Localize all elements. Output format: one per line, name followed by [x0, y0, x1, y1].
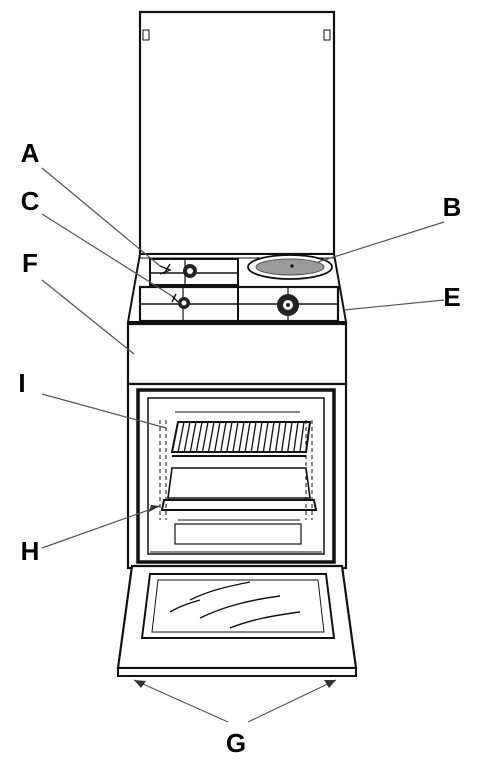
rack-bar	[232, 421, 239, 453]
burner-front-left	[171, 293, 190, 309]
label-a: A	[21, 138, 40, 168]
leader-c	[41, 213, 173, 297]
leader-h	[41, 505, 161, 549]
leader-g-left	[133, 679, 229, 723]
leader-lines	[41, 167, 445, 723]
oven-rack	[170, 421, 312, 457]
leader-e	[343, 299, 445, 311]
rack-bar	[238, 421, 245, 453]
rack-bar	[274, 421, 281, 453]
burner-rear-left	[159, 263, 197, 278]
rack-bar	[213, 421, 221, 453]
rack-bar	[220, 421, 227, 453]
electric-hotplate	[247, 254, 333, 280]
oven-body	[126, 382, 348, 570]
rack-bar	[287, 421, 293, 453]
leader-f	[41, 279, 135, 355]
label-f: F	[22, 248, 38, 278]
burner-front-right	[277, 294, 299, 316]
rack-bar	[244, 421, 251, 453]
label-c: C	[21, 186, 40, 216]
open-lid	[138, 10, 336, 256]
control-panel	[126, 322, 348, 386]
rack-bar	[177, 421, 185, 453]
rack-bar	[189, 421, 197, 453]
oven-door-open	[116, 564, 358, 677]
arrowhead-h	[149, 505, 160, 512]
leader-b	[317, 221, 445, 263]
rack-bar	[268, 421, 275, 453]
rack-bar	[201, 421, 209, 453]
arrowhead-g-right	[324, 680, 336, 688]
leader-i	[41, 393, 167, 429]
rack-bar	[250, 421, 257, 453]
baking-tray	[160, 467, 318, 511]
leader-g-right	[247, 679, 337, 723]
rack-bar	[226, 421, 233, 453]
label-b: B	[443, 192, 462, 222]
rack-bar	[299, 421, 305, 453]
label-h: H	[21, 536, 40, 566]
arrowheads	[134, 505, 336, 688]
rack-bar	[183, 421, 191, 453]
label-i: I	[18, 368, 25, 398]
label-g: G	[226, 728, 246, 758]
rack-bar	[280, 421, 287, 453]
rack-bar	[195, 421, 203, 453]
rack-bar	[262, 421, 269, 453]
rack-bar	[293, 421, 299, 453]
arrowhead-g-left	[134, 680, 146, 688]
label-e: E	[443, 282, 460, 312]
rack-bar	[256, 421, 263, 453]
leader-a	[41, 167, 161, 267]
rack-bar	[207, 421, 215, 453]
